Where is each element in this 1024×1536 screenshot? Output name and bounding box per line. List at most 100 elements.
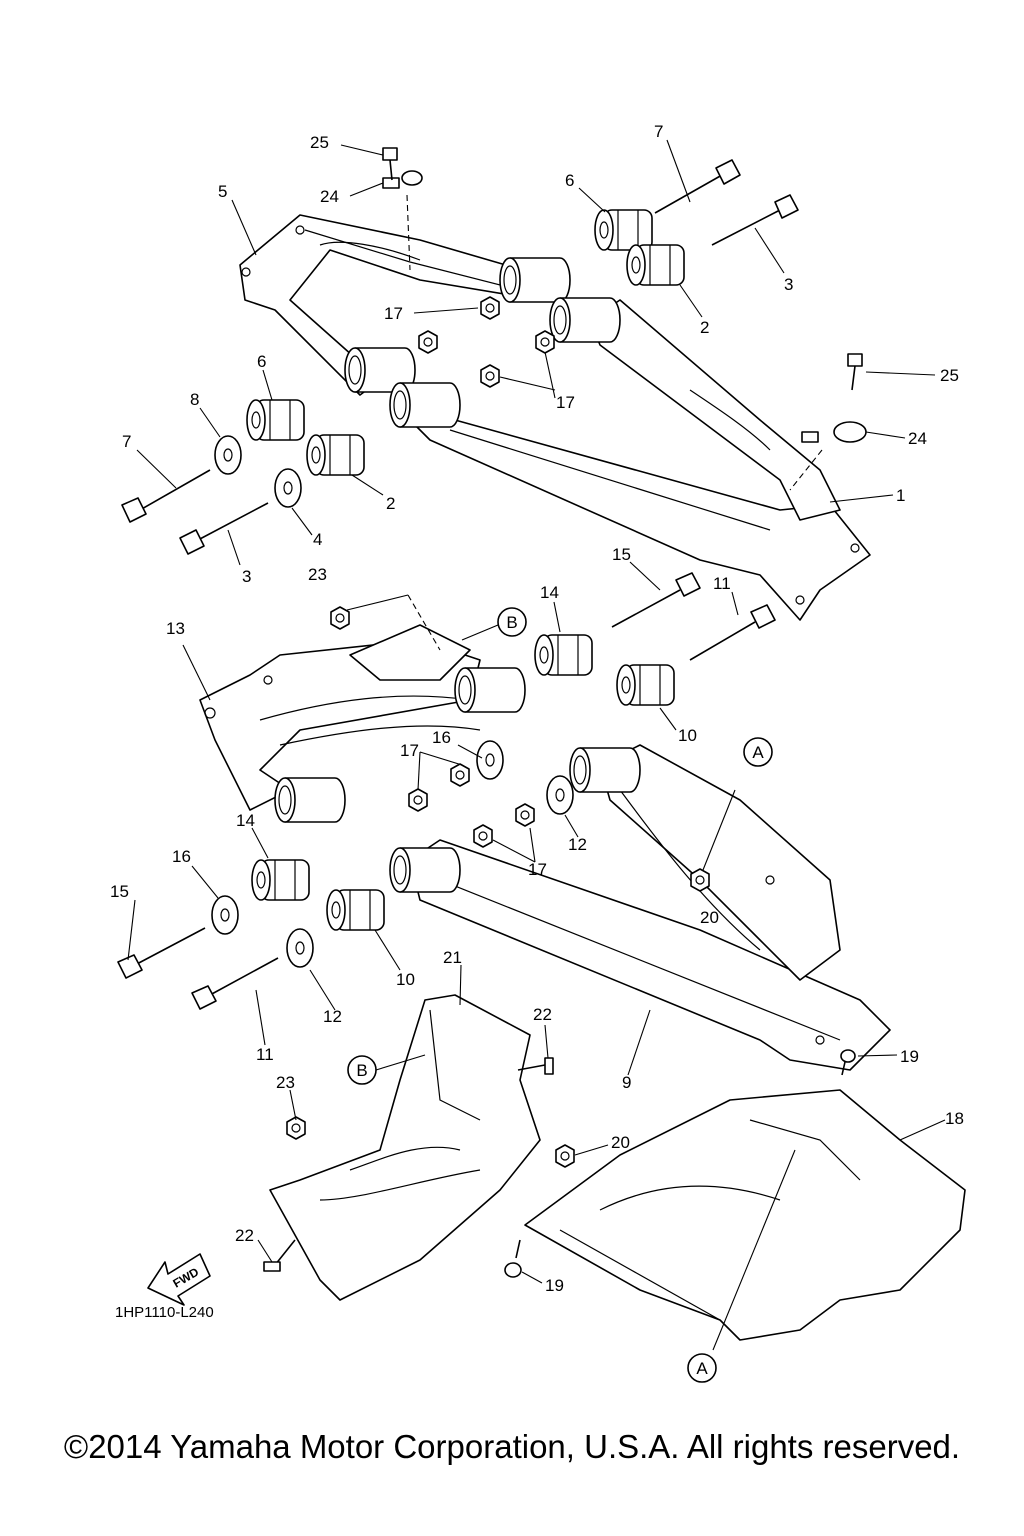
callout-21: 21 [443, 948, 462, 967]
upper-arm-front [239, 214, 541, 396]
callout-19-upper: 19 [900, 1047, 919, 1066]
nut-17-b [418, 330, 438, 354]
callout-10-upper: 10 [678, 726, 697, 745]
nut-23-lower [286, 1116, 306, 1140]
nut-20-lower [555, 1144, 575, 1168]
callout-7-upper: 7 [654, 122, 663, 141]
lower-arm-front [199, 624, 481, 811]
bolt-11-upper [689, 604, 776, 661]
callout-5: 5 [218, 182, 227, 201]
nut-23-upper [330, 606, 350, 630]
callout-17-c: 17 [400, 741, 419, 760]
nut-17-c [535, 330, 555, 354]
hose-bracket-24-lower [789, 421, 867, 491]
callout-25-upper: 25 [310, 133, 329, 152]
callout-24-upper: 24 [320, 187, 339, 206]
callout-12-lower: 12 [323, 1007, 342, 1026]
bolt-22-lower [263, 1239, 296, 1272]
bushing-2-upper [626, 244, 685, 286]
svg-text:A: A [696, 1359, 708, 1378]
washer-4 [274, 468, 302, 508]
callout-14-lower: 14 [236, 811, 255, 830]
bolt-15-upper [611, 572, 701, 628]
callout-24-lower: 24 [908, 429, 927, 448]
callout-23-upper: 23 [308, 565, 327, 584]
bushing-14-upper [534, 634, 593, 676]
bushing-14-lower [251, 859, 310, 901]
callout-17-d: 17 [528, 860, 547, 879]
washer-12-upper [546, 775, 574, 815]
bolt-15-lower [117, 927, 206, 979]
callout-8: 8 [190, 390, 199, 409]
leader-a-upper [702, 789, 736, 871]
bushing-6-upper [594, 209, 653, 251]
callout-11-upper: 11 [713, 574, 731, 593]
callout-4: 4 [313, 530, 322, 549]
callout-14-upper: 14 [540, 583, 559, 602]
callout-7-lower: 7 [122, 432, 131, 451]
callout-3-upper: 3 [784, 275, 793, 294]
upper-arm-rear-pivot-sleeve [549, 297, 621, 343]
callout-20-upper: 20 [700, 908, 719, 927]
upper-arm-front-pivot-sleeve [499, 257, 571, 303]
bolt-3-upper [711, 194, 799, 246]
bushing-10-lower [326, 889, 385, 931]
lower-arm-rear-pivot-sleeve [569, 747, 641, 793]
bolt-11-lower [191, 957, 279, 1010]
bushing-10-upper [616, 664, 675, 706]
nut-17-d [480, 364, 500, 388]
reference-mark-b-upper: B [497, 607, 527, 637]
callout-22-lower: 22 [235, 1226, 254, 1245]
upper-arm-rear-pivot-sleeve-lower [389, 382, 461, 428]
reference-mark-a-lower: A [687, 1353, 717, 1383]
bolt-19-upper [840, 1049, 856, 1076]
nut-20-upper [690, 868, 710, 892]
nut-17-f [408, 788, 428, 812]
washer-8 [214, 435, 242, 475]
lower-arm-rear [409, 744, 891, 1071]
callout-10-lower: 10 [396, 970, 415, 989]
callout-labels: 25 7 5 24 6 3 17 2 6 25 8 17 24 7 2 1 4 … [110, 122, 964, 1295]
forward-arrow-icon: FWD [147, 1253, 211, 1306]
bolt-25-lower [847, 353, 863, 391]
washer-12-lower [286, 928, 314, 968]
washer-16-lower [211, 895, 239, 935]
callout-2-lower: 2 [386, 494, 395, 513]
callout-3-lower: 3 [242, 567, 251, 586]
svg-text:B: B [356, 1061, 367, 1080]
nut-17-a [480, 296, 500, 320]
front-guard [269, 994, 541, 1301]
lower-arm-rear-pivot-sleeve-lower [389, 847, 461, 893]
callout-2-upper: 2 [700, 318, 709, 337]
lower-arm-front-pivot-sleeve [454, 667, 526, 713]
bushing-2-lower [306, 434, 365, 476]
svg-text:A: A [752, 743, 764, 762]
callout-17-b: 17 [556, 393, 575, 412]
callout-6-lower: 6 [257, 352, 266, 371]
leader-a-lower [712, 1149, 796, 1351]
callout-22-upper: 22 [533, 1005, 552, 1024]
nut-17-g [515, 803, 535, 827]
callout-16-lower: 16 [172, 847, 191, 866]
bolt-19-lower [504, 1239, 522, 1278]
callout-15-lower: 15 [110, 882, 129, 901]
bolt-25-upper [382, 147, 398, 181]
callout-11-lower: 11 [256, 1045, 274, 1064]
callout-20-lower: 20 [611, 1133, 630, 1152]
callout-13: 13 [166, 619, 185, 638]
callout-12-upper: 12 [568, 835, 587, 854]
nut-17-e [450, 763, 470, 787]
reference-mark-a-upper: A [743, 737, 773, 767]
bolt-3-lower [179, 502, 269, 555]
callout-1: 1 [896, 486, 905, 505]
callout-18: 18 [945, 1109, 964, 1128]
bolt-22-upper [517, 1057, 554, 1075]
bolt-7-upper [654, 159, 741, 214]
callout-9: 9 [622, 1073, 631, 1092]
callout-25-lower: 25 [940, 366, 959, 385]
callout-19-lower: 19 [545, 1276, 564, 1295]
figure-code: 1HP1110-L240 [115, 1304, 214, 1321]
washer-16-upper [476, 740, 504, 780]
upper-arm-rear [409, 299, 871, 621]
